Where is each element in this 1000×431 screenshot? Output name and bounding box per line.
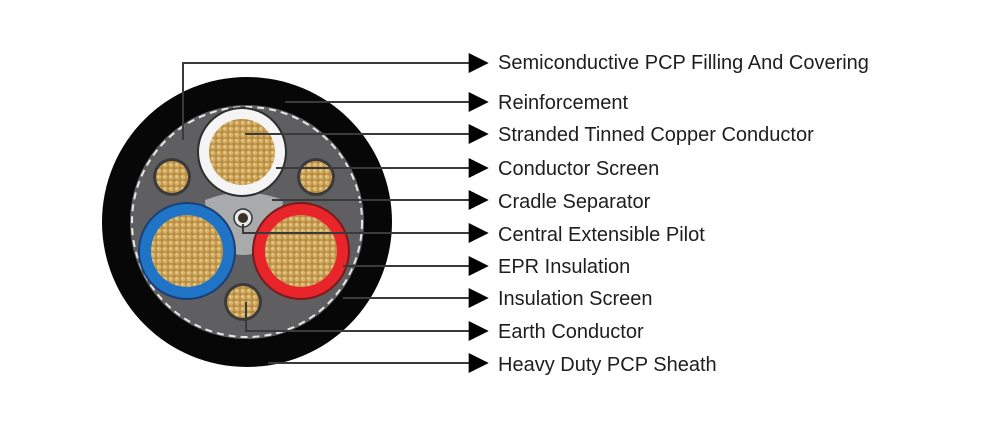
earth-conductor-bottom — [224, 283, 262, 321]
power-core-red — [252, 202, 350, 300]
label-conductor-screen: Conductor Screen — [498, 158, 660, 180]
reinforcement-ring — [131, 106, 363, 338]
label-cradle-separator: Cradle Separator — [498, 191, 651, 213]
label-earth-conductor: Earth Conductor — [498, 321, 644, 343]
central-extensible-pilot — [233, 208, 253, 228]
power-core-blue — [138, 202, 236, 300]
label-sheath: Heavy Duty PCP Sheath — [498, 354, 717, 376]
leader-line-earth-conductor — [245, 302, 489, 341]
earth-conductor-right — [297, 158, 335, 196]
label-insulation-screen: Insulation Screen — [498, 288, 653, 310]
label-epr-insulation: EPR Insulation — [498, 256, 631, 278]
power-core-top — [197, 107, 287, 197]
earth-conductor-left — [153, 158, 191, 196]
label-filling: Semiconductive PCP Filling And Covering — [498, 52, 869, 74]
label-copper-conductor: Stranded Tinned Copper Conductor — [498, 124, 814, 146]
label-reinforcement: Reinforcement — [498, 92, 629, 114]
label-central-pilot: Central Extensible Pilot — [498, 224, 705, 246]
leader-lines — [182, 53, 489, 373]
leader-line-filling — [182, 53, 489, 140]
leader-line-pilot — [242, 223, 489, 243]
